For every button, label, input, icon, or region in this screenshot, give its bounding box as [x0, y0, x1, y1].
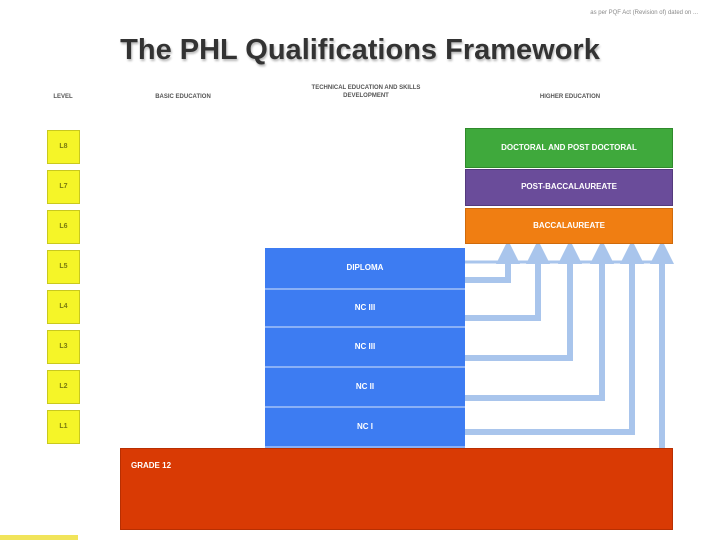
tvet-box-nc3-upper: NC III	[265, 290, 465, 328]
level-box-l3: L3	[47, 330, 80, 364]
arrow-nc2-to-baccalaureate	[465, 240, 614, 401]
higher-box-baccalaureate: BACCALAUREATE	[465, 208, 673, 244]
level-box-l4: L4	[47, 290, 80, 324]
tvet-box-nc2: NC II	[265, 368, 465, 408]
column-header-tvet: TECHNICAL EDUCATION AND SKILLS DEVELOPME…	[311, 85, 421, 99]
column-header-level: LEVEL	[53, 94, 73, 100]
level-box-l5: L5	[47, 250, 80, 284]
arrow-nc1-to-baccalaureate	[465, 240, 644, 435]
arrow-diploma-to-baccalaureate	[465, 240, 520, 283]
arrow-nc3a-to-baccalaureate	[465, 240, 550, 321]
header-note: as per PQF Act (Revision of) dated on ..…	[590, 10, 698, 16]
level-box-l1: L1	[47, 410, 80, 444]
tvet-box-diploma: DIPLOMA	[265, 248, 465, 290]
level-box-l6: L6	[47, 210, 80, 244]
basic-box-grade12: GRADE 12	[120, 448, 673, 530]
higher-box-post-baccalaureate: POST-BACCALAUREATE	[465, 169, 673, 206]
tvet-box-nc3: NC III	[265, 328, 465, 368]
page-title: The PHL Qualifications Framework	[120, 34, 600, 66]
higher-box-doctoral: DOCTORAL AND POST DOCTORAL	[465, 128, 673, 168]
level-box-l2: L2	[47, 370, 80, 404]
arrow-nc3b-to-baccalaureate	[465, 240, 582, 361]
level-box-l8: L8	[47, 130, 80, 164]
tvet-box-nc1: NC I	[265, 408, 465, 448]
level-box-l7: L7	[47, 170, 80, 204]
column-header-higher-education: HIGHER EDUCATION	[539, 94, 601, 100]
column-header-basic-education: BASIC EDUCATION	[155, 94, 211, 100]
slide-corner-accent	[0, 535, 78, 540]
